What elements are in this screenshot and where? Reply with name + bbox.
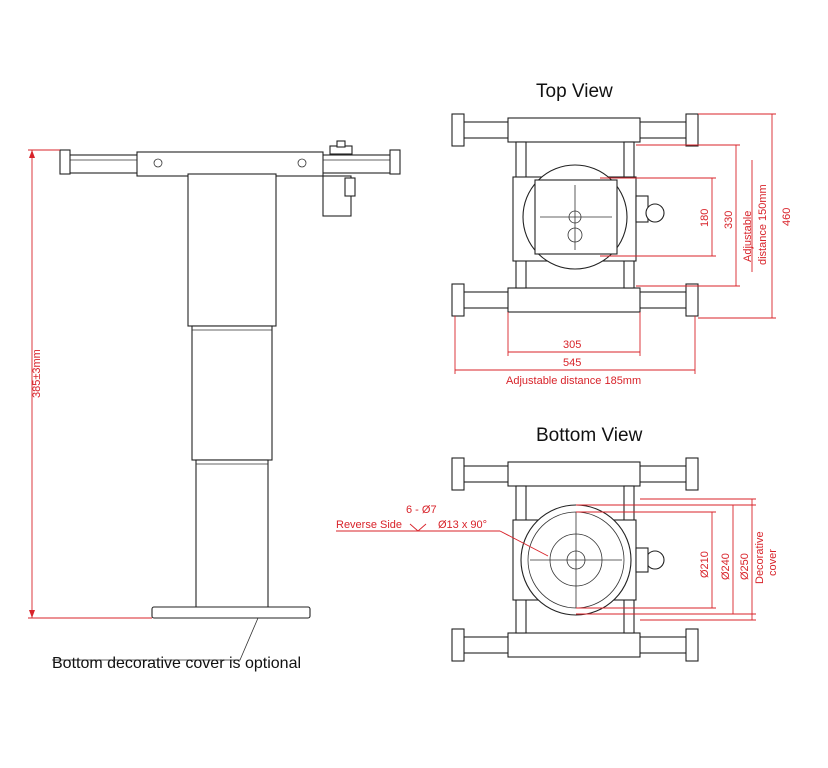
screw-icon xyxy=(153,158,163,168)
dim-d210: Ø210 xyxy=(699,551,711,578)
holes-label: 6 - Ø7 xyxy=(406,504,437,516)
hole-leader xyxy=(499,530,549,557)
dim-d250: Ø250 xyxy=(739,553,751,580)
bottom-cover-note: Bottom decorative cover is optional xyxy=(52,655,301,672)
bottom-decorative-cover xyxy=(151,606,311,619)
decorative-cover-line2: cover xyxy=(767,549,779,576)
side-view: 385±3mm Bottom decorative cover is optio… xyxy=(28,140,401,672)
knob-icon xyxy=(645,203,665,223)
bottom-view: Bottom View Ø210 Ø240 Ø250 Decorative xyxy=(336,425,779,662)
bracket-icon xyxy=(685,283,699,317)
bracket-icon xyxy=(685,628,699,662)
dim-adjustable-150-line2: distance 150mm xyxy=(757,184,769,265)
bracket-icon xyxy=(451,283,465,317)
upper-column xyxy=(187,173,277,327)
top-view-title: Top View xyxy=(536,81,613,102)
countersink-label: Ø13 x 90° xyxy=(438,519,487,531)
bracket-icon xyxy=(451,457,465,491)
dim-330: 330 xyxy=(723,211,735,229)
side-mount-plate xyxy=(136,151,324,177)
reverse-side-label: Reverse Side xyxy=(336,519,402,531)
dim-adjustable-150-line1: Adjustable xyxy=(742,211,754,262)
knob-icon xyxy=(645,550,665,570)
dim-545: 545 xyxy=(563,357,581,369)
dim-adjustable-185: Adjustable distance 185mm xyxy=(506,375,641,387)
dim-305: 305 xyxy=(563,339,581,351)
dim-180: 180 xyxy=(699,209,711,227)
lower-column xyxy=(195,459,269,609)
height-dimension-label: 385±3mm xyxy=(31,349,43,398)
bracket-icon xyxy=(685,113,699,147)
middle-column xyxy=(191,325,273,461)
bracket-icon xyxy=(685,457,699,491)
note-leader xyxy=(52,617,259,661)
bracket-icon xyxy=(451,113,465,147)
dim-460: 460 xyxy=(781,208,793,226)
bottom-view-title: Bottom View xyxy=(536,425,643,446)
screw-icon xyxy=(297,158,307,168)
top-view: Top View 180 330 xyxy=(451,81,793,387)
bracket-icon xyxy=(451,628,465,662)
dim-d240: Ø240 xyxy=(720,553,732,580)
decorative-cover-line1: Decorative xyxy=(754,531,766,584)
